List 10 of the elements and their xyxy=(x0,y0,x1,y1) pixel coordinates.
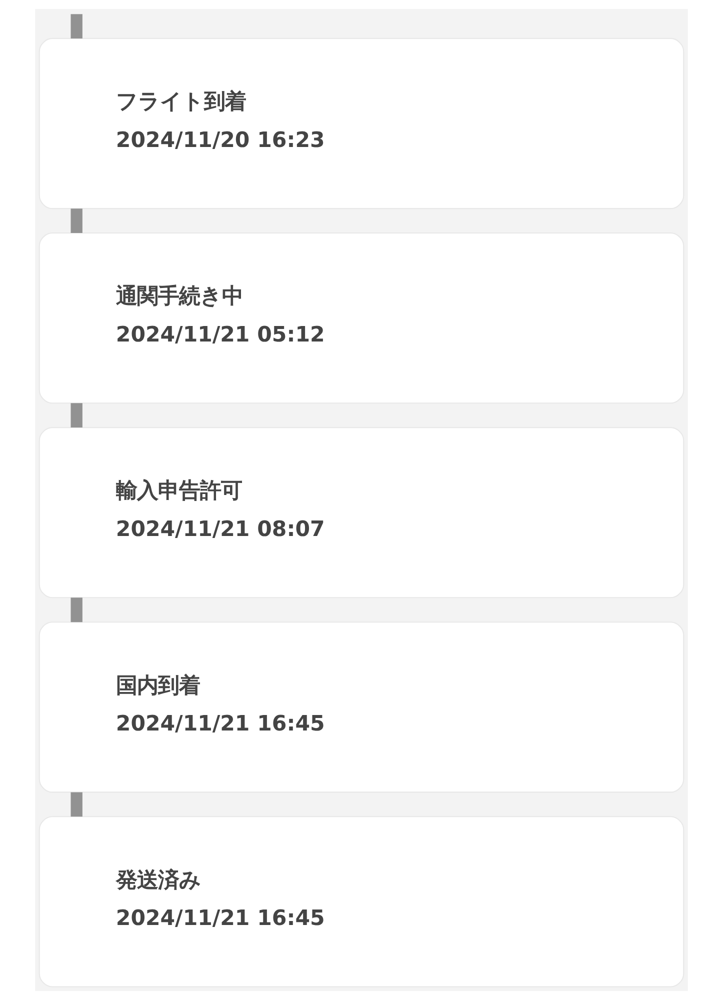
node-box: フライト到着 2024/11/20 16:23 xyxy=(38,37,684,209)
connector xyxy=(70,597,82,622)
connector xyxy=(70,792,82,816)
node-box: 発送済み 2024/11/21 16:45 xyxy=(38,816,684,987)
connector xyxy=(70,402,82,428)
connector xyxy=(70,14,82,38)
node-box: 国内到着 2024/11/21 16:45 xyxy=(38,621,684,792)
node-box: 通関手続き中 2024/11/21 05:12 xyxy=(38,232,684,404)
node-box: 輸入申告許可 2024/11/21 08:07 xyxy=(38,426,684,598)
connector xyxy=(70,208,82,233)
